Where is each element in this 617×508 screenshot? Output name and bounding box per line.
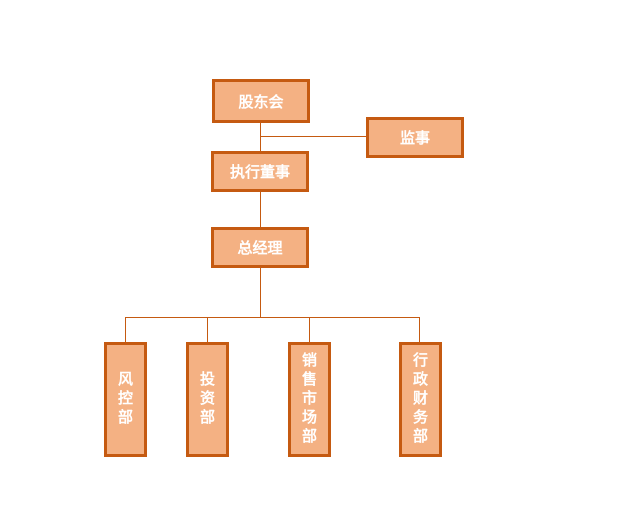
node-supervisor: 监事	[366, 117, 464, 158]
node-sales-marketing: 销售市场部	[288, 342, 331, 457]
connector-sales-marketing	[309, 317, 310, 344]
node-admin-finance: 行政财务部	[399, 342, 442, 457]
connector-admin-finance	[419, 317, 420, 344]
connector-to-supervisor	[260, 136, 368, 137]
connector-risk-control	[125, 317, 126, 344]
connector-director-manager	[260, 190, 261, 228]
node-executive-director: 执行董事	[211, 151, 309, 192]
node-risk-control: 风控部	[104, 342, 147, 457]
connector-departments-bus	[125, 317, 420, 318]
node-shareholders: 股东会	[212, 79, 310, 123]
node-investment: 投资部	[186, 342, 229, 457]
connector-investment	[207, 317, 208, 344]
node-general-manager: 总经理	[211, 227, 309, 268]
connector-manager-trunk	[260, 267, 261, 317]
connector-shareholders-director	[260, 122, 261, 152]
